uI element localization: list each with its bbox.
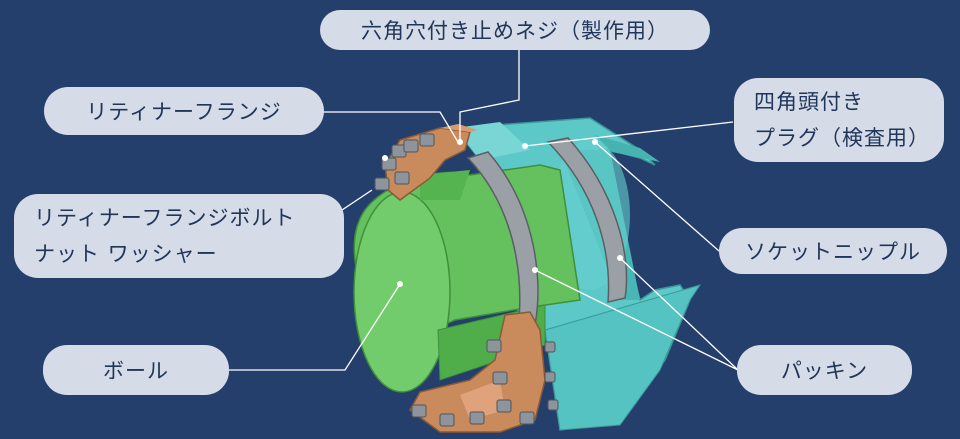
flange-bolts xyxy=(374,133,559,427)
callout-square-plug-line2: プラグ（検査用） xyxy=(754,126,930,150)
callout-socket-nipple: ソケットニップル xyxy=(719,228,947,274)
callout-retainer-flange: リティナーフランジ xyxy=(44,87,324,135)
callout-packing: パッキン xyxy=(737,345,912,395)
leader-lines xyxy=(228,48,739,371)
callout-retainer-flange-text: リティナーフランジ xyxy=(86,100,282,124)
leader-dots xyxy=(382,139,623,287)
callout-square-plug: 四角頭付き プラグ（検査用） xyxy=(734,78,944,162)
callout-socket-nipple-text: ソケットニップル xyxy=(745,240,921,264)
callout-flange-bolt: リティナーフランジボルト ナット ワッシャー xyxy=(14,194,344,278)
callout-square-plug-line1: 四角頭付き xyxy=(754,90,864,114)
callout-set-screw-text: 六角穴付き止めネジ（製作用） xyxy=(361,19,669,43)
callout-ball-text: ボール xyxy=(103,359,169,383)
callout-flange-bolt-line1: リティナーフランジボルト xyxy=(34,206,296,230)
callout-set-screw: 六角穴付き止めネジ（製作用） xyxy=(320,10,710,50)
callout-ball: ボール xyxy=(43,345,229,395)
callout-flange-bolt-line2: ナット ワッシャー xyxy=(34,242,218,266)
ball-pipe xyxy=(353,164,581,393)
callout-packing-text: パッキン xyxy=(780,359,869,383)
